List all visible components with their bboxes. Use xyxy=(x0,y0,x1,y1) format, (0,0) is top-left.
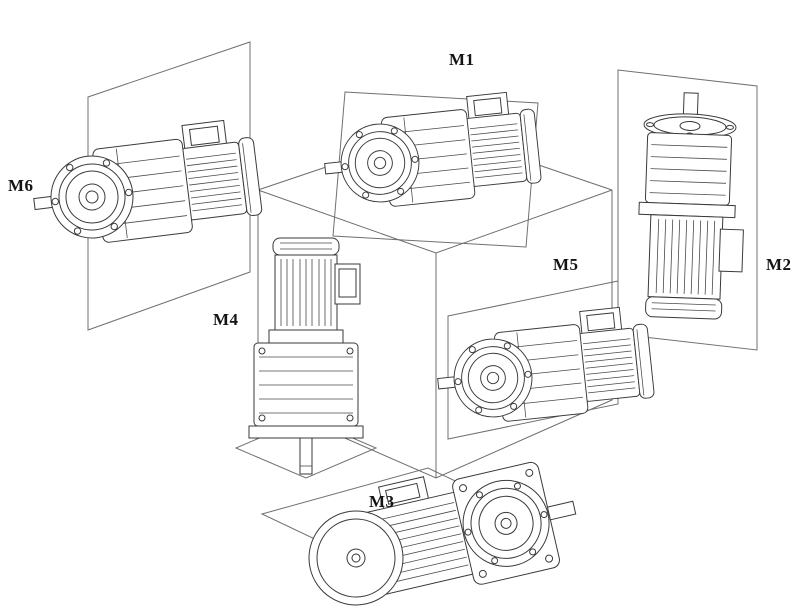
label-m4: M4 xyxy=(213,310,239,329)
label-m1: M1 xyxy=(449,50,475,69)
mounting-plane-m5 xyxy=(447,280,619,440)
label-m3: M3 xyxy=(369,492,395,511)
mounting-plane-m2 xyxy=(617,69,758,351)
gearmotor-m2 xyxy=(638,92,744,320)
gearmotor-m3 xyxy=(308,461,577,606)
gearmotor-m5 xyxy=(431,304,656,429)
gearmotor-m1 xyxy=(318,89,543,214)
label-m5: M5 xyxy=(553,255,579,274)
mounting-plane-m6 xyxy=(87,41,251,331)
gearmotor-m4 xyxy=(248,237,364,475)
gearmotor-m6 xyxy=(26,116,264,252)
label-m2: M2 xyxy=(766,255,792,274)
label-m6: M6 xyxy=(8,176,34,195)
